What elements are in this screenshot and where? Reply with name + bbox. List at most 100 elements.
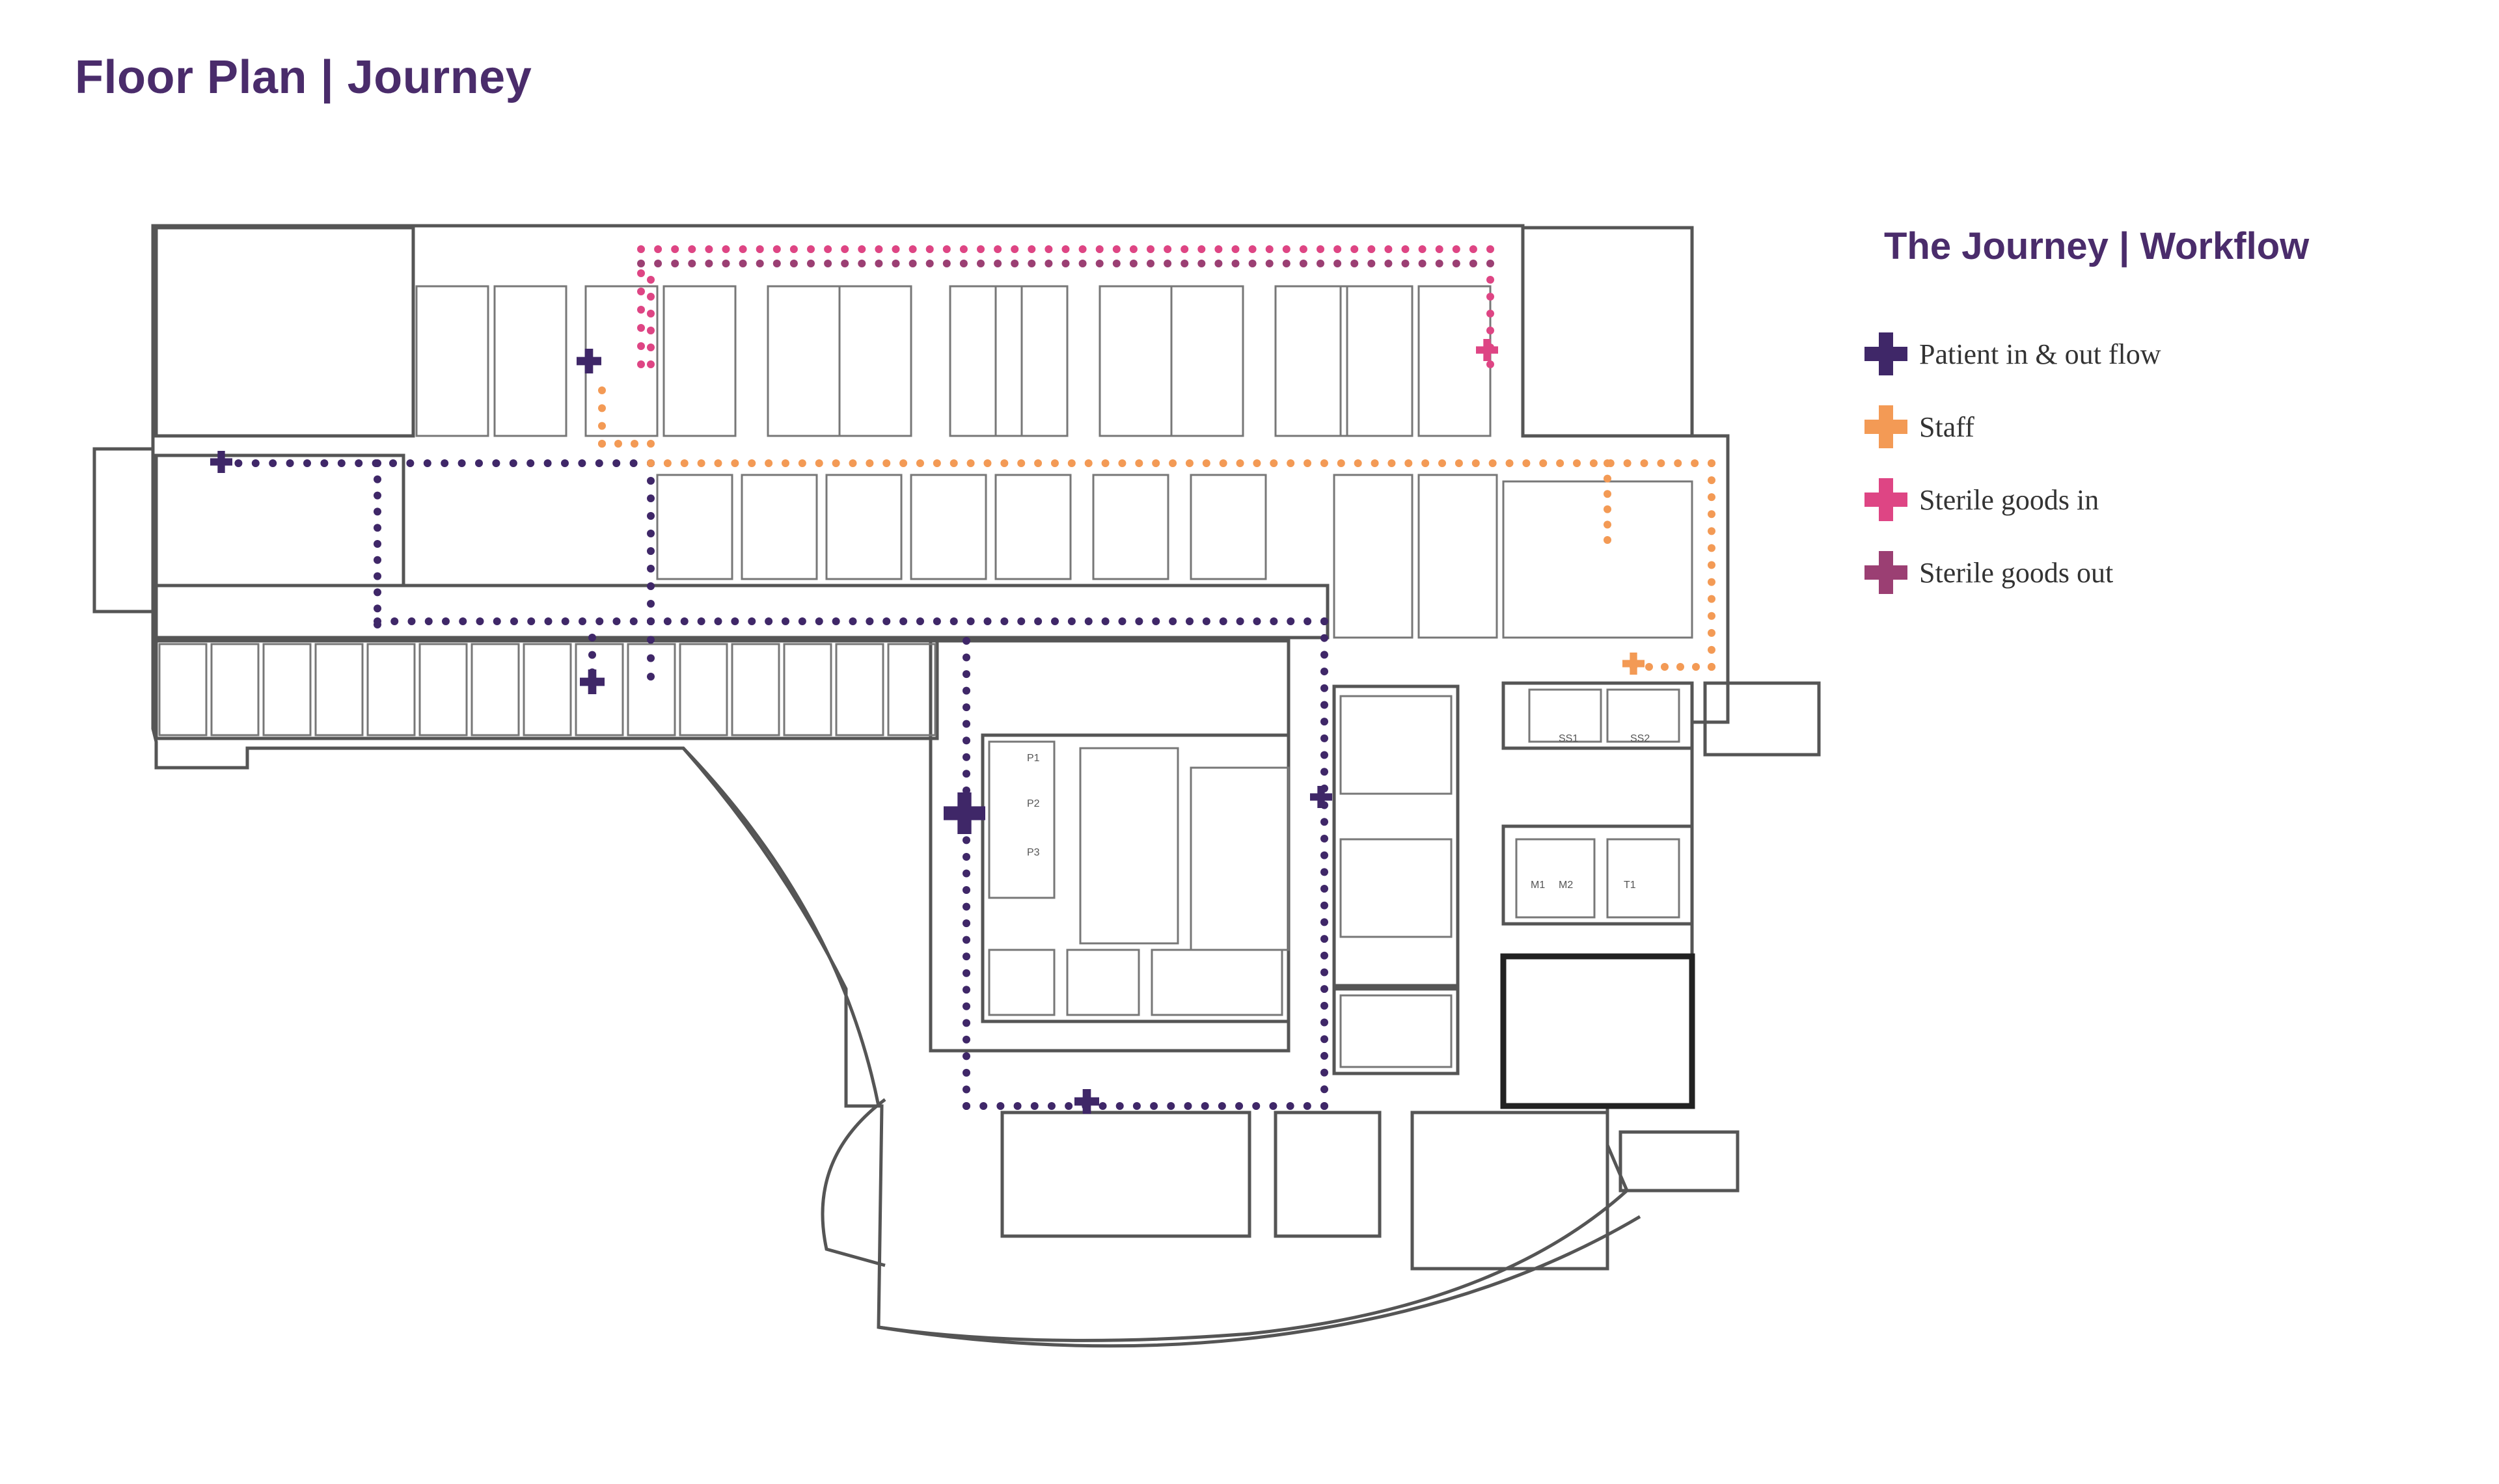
staff-room <box>1502 480 1693 639</box>
page-title: Floor Plan | Journey <box>75 51 532 103</box>
flow-dot-staff <box>1236 459 1244 467</box>
flow-dot-staff <box>1404 459 1413 467</box>
flow-dot-patient <box>963 902 970 911</box>
plus-icon <box>1864 551 1907 594</box>
flow-dot-sterile_out <box>1333 260 1342 267</box>
flow-dot-sterile_in <box>1265 245 1274 253</box>
flow-dot-sterile_in <box>1197 245 1206 253</box>
flow-dot-staff <box>663 459 672 467</box>
flow-dot-sterile_in <box>654 245 662 253</box>
flow-dot-patient <box>612 459 621 467</box>
flow-dot-staff <box>798 459 806 467</box>
flow-dot-patient <box>963 1002 970 1010</box>
flow-dot-patient <box>1034 617 1043 625</box>
flow-dot-staff <box>598 404 606 412</box>
flow-dot-sterile_in <box>1469 245 1477 253</box>
flow-dot-sterile_in <box>671 245 679 253</box>
flow-dot-patient <box>441 459 449 467</box>
recovery-bay <box>366 643 416 736</box>
flow-dot-sterile_out <box>1418 260 1427 267</box>
flow-dot-patient <box>1320 734 1328 742</box>
flow-dot-staff <box>631 440 638 448</box>
flow-dot-sterile_out <box>1367 260 1376 267</box>
flow-dot-staff <box>765 459 773 467</box>
flow-dot-sterile_out <box>1401 260 1410 267</box>
room-label: M1 <box>1531 880 1545 891</box>
flow-dot-sterile_out <box>1435 260 1443 267</box>
clinic-room <box>910 474 987 580</box>
flow-dot-patient <box>963 869 970 878</box>
flow-dot-staff <box>1692 663 1700 671</box>
flow-dot-patient <box>963 770 970 778</box>
flow-dot-patient <box>1286 1102 1294 1110</box>
flow-dot-sterile_in <box>841 245 849 253</box>
plus-icon <box>1864 405 1907 448</box>
flow-dot-patient <box>1235 1102 1244 1110</box>
flow-dot-sterile_out <box>654 260 662 267</box>
flow-dot-sterile_out <box>925 260 934 267</box>
flow-dot-staff <box>1101 459 1110 467</box>
treatment-room <box>1274 285 1348 437</box>
flow-dot-patient <box>1236 617 1244 625</box>
flow-dot-staff <box>983 459 992 467</box>
flow-dot-staff <box>1050 459 1059 467</box>
flow-dot-patient <box>374 524 381 532</box>
flow-dot-sterile_in <box>739 245 747 253</box>
flow-dot-staff <box>815 459 823 467</box>
room-label: M2 <box>1559 880 1573 891</box>
flow-dot-patient <box>1270 617 1278 625</box>
flow-dot-sterile_in <box>1129 245 1138 253</box>
flow-dot-patient <box>1320 868 1328 876</box>
north-left-wing <box>154 226 415 438</box>
flow-dot-sterile_out <box>892 260 900 267</box>
flow-dot-patient <box>629 459 638 467</box>
lift-lobby <box>1606 688 1680 743</box>
flow-dot-sterile_out <box>1181 260 1189 267</box>
flow-dot-patient <box>963 1085 970 1094</box>
flow-dot-patient <box>963 686 970 695</box>
flow-dot-sterile_out <box>1282 260 1290 267</box>
treatment-room <box>838 285 912 437</box>
flow-dot-staff <box>866 459 874 467</box>
flow-dot-sterile_out <box>858 260 866 267</box>
flow-dot-sterile_in <box>722 245 730 253</box>
recovery-bay <box>575 643 624 736</box>
flow-dot-sterile_in <box>705 245 713 253</box>
flow-dot-staff <box>1573 459 1581 467</box>
flow-dot-patient <box>963 670 970 679</box>
flow-dot-sterile_out <box>1299 260 1307 267</box>
flow-dot-sterile_out <box>1078 260 1087 267</box>
flow-dot-staff <box>697 459 705 467</box>
flow-dot-patient <box>798 617 806 625</box>
recovery-bay <box>835 643 884 736</box>
flow-dot-sterile_in <box>647 276 655 284</box>
plus-icon <box>1476 339 1498 361</box>
flow-dot-patient <box>251 459 260 467</box>
flow-dot-sterile_in <box>1452 245 1460 253</box>
flow-dot-staff <box>1708 645 1715 654</box>
workflow-legend: Patient in & out flow Staff Sterile good… <box>1864 317 2161 609</box>
flow-dot-sterile_in <box>942 245 951 253</box>
room-label: P1 <box>1027 753 1040 764</box>
flow-dot-patient <box>492 459 500 467</box>
flow-dot-patient <box>389 459 397 467</box>
flow-dot-patient <box>337 459 346 467</box>
flow-dot-patient <box>374 572 381 580</box>
flow-dot-patient <box>1065 1102 1073 1110</box>
flow-dot-sterile_in <box>994 245 1002 253</box>
flow-dot-sterile_out <box>875 260 883 267</box>
flow-dot-staff <box>1604 490 1611 498</box>
flow-dot-staff <box>748 459 756 467</box>
flow-dot-patient <box>849 617 857 625</box>
plus-icon <box>210 451 233 473</box>
flow-dot-patient <box>963 886 970 895</box>
flow-dot-sterile_out <box>1147 260 1154 267</box>
flow-dot-patient <box>595 617 604 625</box>
flow-dot-staff <box>1337 459 1345 467</box>
flow-dot-patient <box>963 852 970 861</box>
flow-dot-staff <box>1708 561 1715 569</box>
flow-dot-staff <box>1589 459 1598 467</box>
flow-dot-patient <box>996 1102 1005 1110</box>
flow-dot-staff <box>1691 459 1699 467</box>
flow-dot-staff <box>1253 459 1261 467</box>
